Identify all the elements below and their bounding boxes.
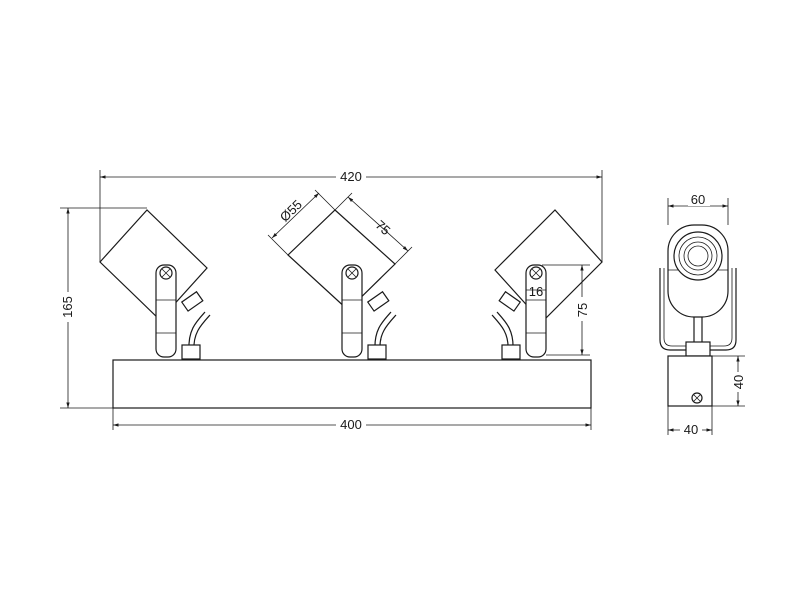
dim-label-side-width: 60: [691, 192, 705, 207]
dimension-base-length: 400: [112, 408, 592, 432]
spotlight-left: [99, 209, 211, 360]
base-bar: [112, 359, 592, 409]
dim-label-total-width: 420: [340, 169, 362, 184]
dimension-head-length: 75: [334, 192, 413, 265]
spotlight-arm-left: [155, 264, 177, 358]
side-base-block: [667, 355, 713, 407]
dimension-side-base-width: 40: [667, 406, 713, 437]
dimension-total-height: 165: [58, 207, 147, 409]
dim-label-side-base-height: 40: [731, 375, 746, 389]
spotlight-cable-left: [188, 311, 206, 351]
dim-label-base-length: 400: [340, 417, 362, 432]
dim-label-total-height: 165: [60, 296, 75, 318]
side-lens-outer: [673, 231, 723, 281]
spotlight-arm-right: [525, 264, 547, 358]
dimension-total-width: 420: [99, 168, 603, 262]
front-view: 420 165 400 Ø55: [58, 168, 603, 432]
dimension-side-width: 60: [667, 192, 729, 225]
dim-label-arm-height: 75: [575, 303, 590, 317]
spotlight-cable-right: [496, 311, 514, 351]
dim-label-arm-offset: 16: [529, 284, 543, 299]
spotlight-cable-middle: [374, 311, 392, 351]
side-view: 60 40 40: [659, 192, 748, 437]
dim-label-head-diameter: Ø55: [277, 197, 305, 225]
dimension-side-base-height: 40: [712, 355, 748, 407]
dimension-arm-height: 75: [542, 264, 591, 356]
dimension-arm-offset: 16: [525, 280, 547, 300]
spotlight-head-left: [99, 209, 208, 321]
dim-label-side-base-width: 40: [684, 422, 698, 437]
spotlight-right: [491, 209, 603, 360]
spotlight-arm-middle: [341, 264, 363, 358]
